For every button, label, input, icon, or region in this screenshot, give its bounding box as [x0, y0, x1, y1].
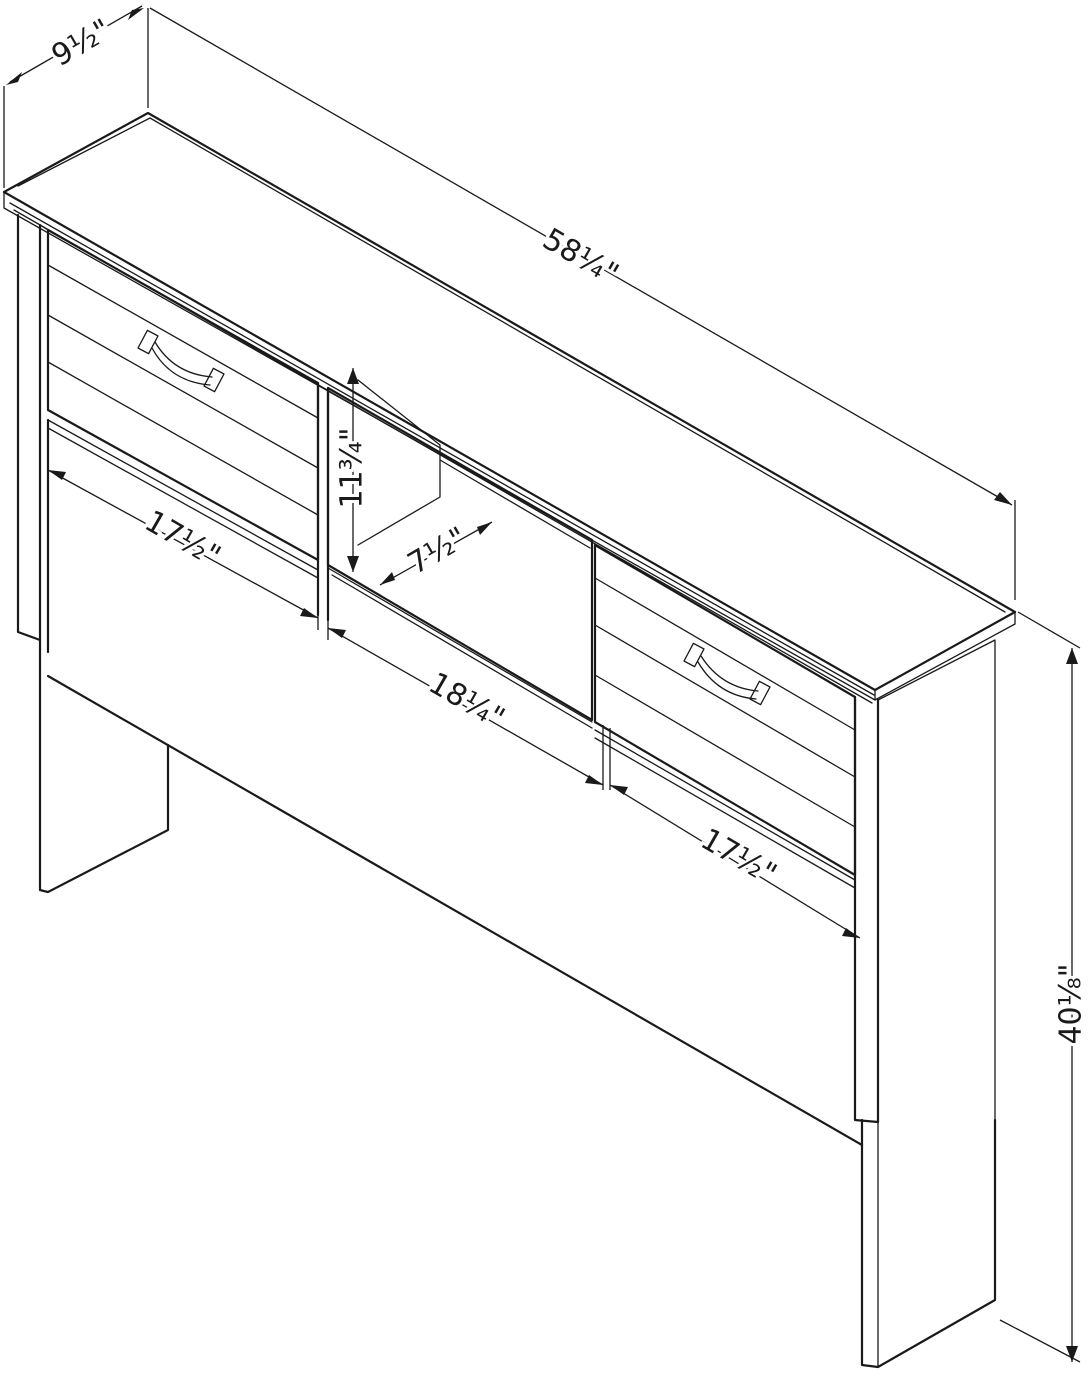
width-dimension-line [149, 7, 1016, 600]
compartment-depth-label: 7½" [402, 520, 473, 581]
overall-height-label: 40⅛" [1054, 963, 1088, 1044]
left-door-plank-2 [47, 314, 319, 469]
left-post [16, 213, 42, 642]
compartment-height-label: 11¾" [335, 427, 370, 508]
left-leg [38, 638, 170, 894]
depth-label: 9½" [46, 12, 117, 73]
overall-width-label: 58¼" [537, 222, 625, 293]
center-left-divider [316, 381, 330, 622]
right-post-side [877, 639, 996, 1121]
back-panel [46, 418, 864, 1147]
top-surface [2, 111, 1017, 692]
center-compartment [326, 386, 594, 722]
right-post [853, 695, 880, 1124]
top-right-edge [874, 611, 1016, 701]
left-door-width-label: 17½" [139, 504, 227, 575]
left-door-plank-3 [47, 361, 319, 516]
left-post-inner [39, 224, 49, 231]
compartment-back [357, 379, 441, 546]
depth-dimension-line [3, 5, 149, 188]
right-door-plank-2 [594, 624, 856, 778]
right-door-plank-1 [594, 577, 856, 731]
center-width-label: 18¼" [423, 666, 511, 737]
top-back-edge [17, 117, 1006, 613]
right-door-width-line [609, 784, 861, 939]
top-molding-line-1 [9, 202, 875, 696]
dimension-lines [3, 5, 1081, 1363]
compartment-shelf [327, 567, 593, 729]
left-door-plank-1 [47, 264, 319, 419]
compartment-back-top [439, 459, 591, 549]
right-door [593, 543, 857, 877]
compartment-depth-line [379, 521, 493, 586]
right-door-width-label: 17½" [695, 822, 783, 893]
headboard-body [2, 111, 1017, 1369]
right-door-plank-3 [594, 674, 856, 828]
right-door-handle-icon [683, 642, 771, 706]
center-width-line [327, 610, 611, 790]
left-door-handle-icon [137, 329, 225, 393]
height-dimension-line [999, 611, 1081, 1363]
dimension-labels: 9½" 58¼" 11¾" 7½" 17½" 18¼" 17½" 40⅛" [43, 9, 1088, 1047]
left-door-width-line [47, 462, 319, 630]
left-leg-back [47, 675, 169, 831]
right-bottom-shelf [594, 729, 856, 889]
left-bottom-shelf [47, 419, 319, 579]
right-leg [860, 1118, 997, 1369]
